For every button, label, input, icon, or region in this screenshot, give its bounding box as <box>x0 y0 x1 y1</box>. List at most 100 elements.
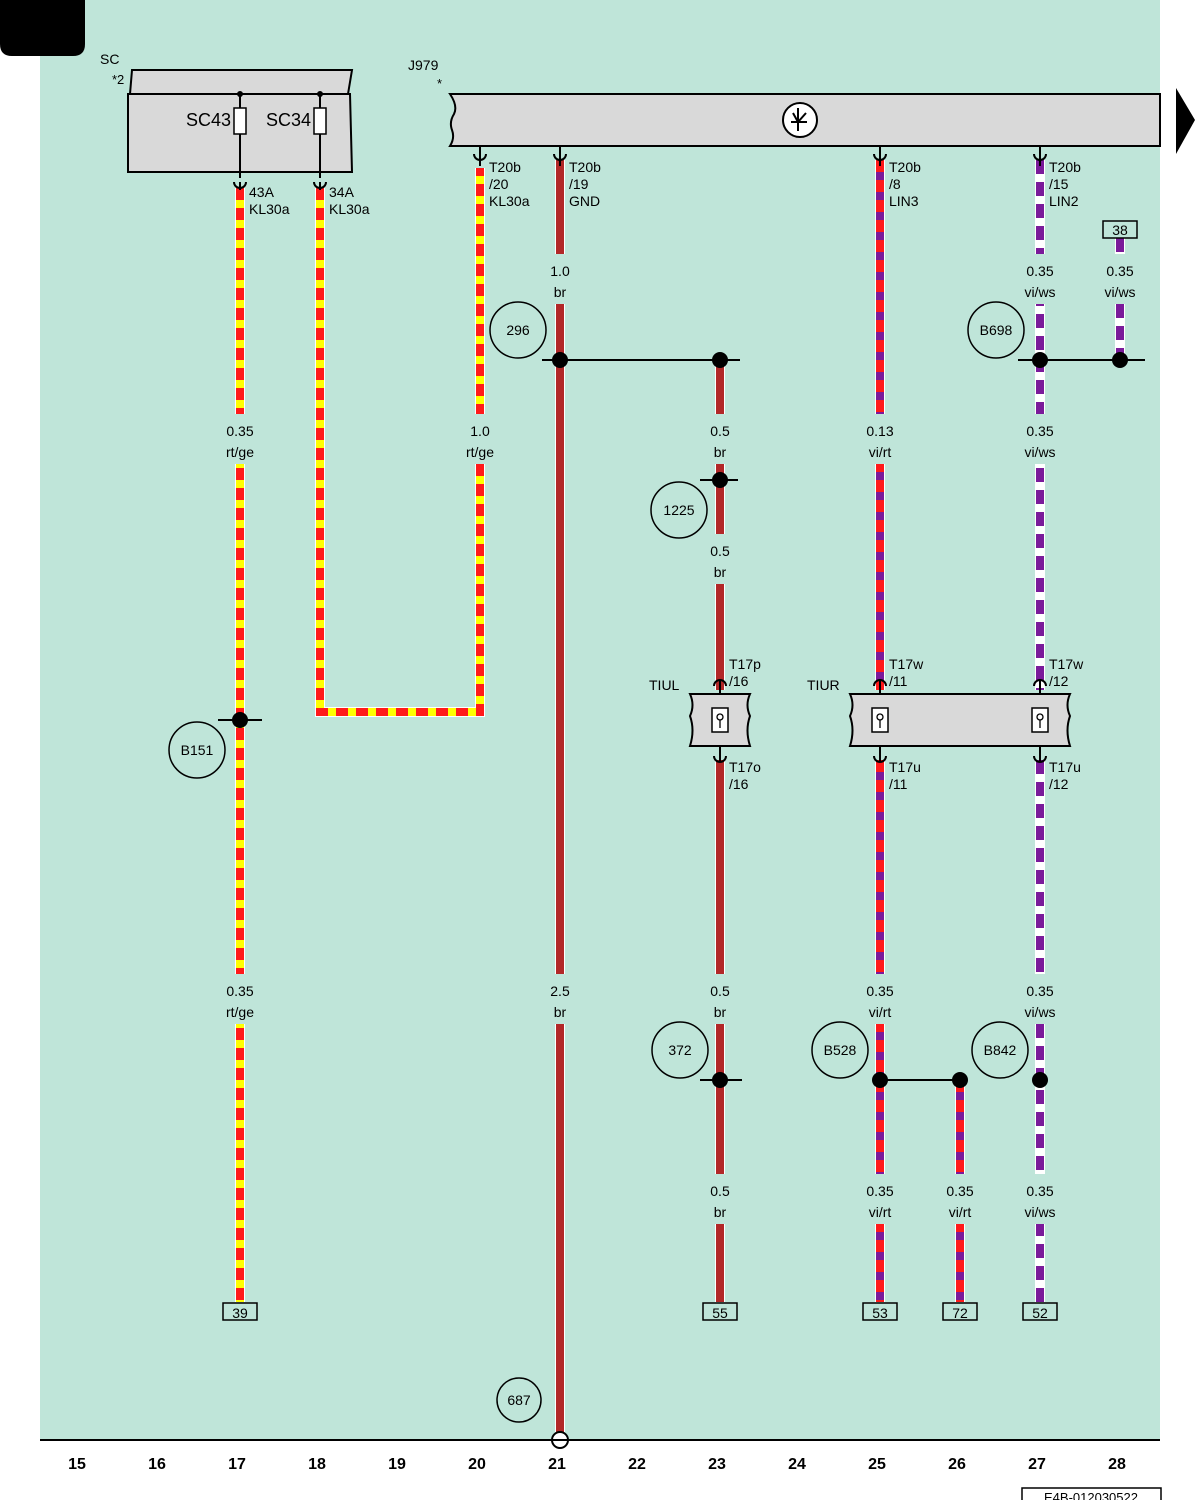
pin-t17u11-symbol <box>873 746 887 763</box>
document-id-box: E4B-012030522 <box>1021 1487 1162 1500</box>
ground-symbol-icon <box>782 102 818 138</box>
pin-sc34-symbol <box>313 181 327 190</box>
wire-size-c27c: 0.35 <box>1026 983 1053 999</box>
wire-color-c28: vi/ws <box>1104 284 1135 300</box>
pin-c21-symbol <box>553 146 567 166</box>
pin-t17o-number: /16 <box>729 776 749 792</box>
wire-color-c21b: br <box>554 1004 567 1020</box>
column-number: 24 <box>788 1456 806 1473</box>
pin-t17u11-connector: T17u <box>889 759 921 775</box>
ref-box-39: 39 <box>232 1305 248 1321</box>
column-number: 16 <box>148 1456 166 1473</box>
wire-size-c21b: 2.5 <box>550 983 570 999</box>
junction-1225: 1225 <box>663 502 694 518</box>
column-number: 27 <box>1028 1456 1046 1473</box>
column-number: 28 <box>1108 1456 1126 1473</box>
page-continue-arrow-icon <box>1176 88 1195 154</box>
pin-c25-symbol <box>873 146 887 166</box>
wire-color-c23a: br <box>714 444 727 460</box>
column-number: 21 <box>548 1456 566 1473</box>
fuse-sc43-label: SC43 <box>186 110 231 130</box>
junction-296: 296 <box>506 322 530 338</box>
wire-size-c23c: 0.5 <box>710 983 730 999</box>
junction-b698: B698 <box>980 322 1013 338</box>
wire-size-c20: 1.0 <box>470 423 490 439</box>
pin-t17w11-symbol <box>873 679 887 694</box>
wire-color-c27c: vi/ws <box>1024 1004 1055 1020</box>
column-number: 17 <box>228 1456 246 1473</box>
column-numbers: 15 16 17 18 19 20 21 22 23 24 25 26 27 2… <box>68 1456 1126 1473</box>
wire-color-c27a: vi/ws <box>1024 284 1055 300</box>
pin-t17w12-connector: T17w <box>1049 656 1084 672</box>
pin-sc34-id: 34A <box>329 184 355 200</box>
wire-color-c25a: vi/rt <box>869 444 892 460</box>
pin-sc34-signal: KL30a <box>329 201 370 217</box>
ref-box-38: 38 <box>1112 222 1128 238</box>
j979-note: * <box>437 76 442 91</box>
wire-color-c27d: vi/ws <box>1024 1204 1055 1220</box>
page-tab <box>0 0 85 56</box>
pin-t17u12-symbol <box>1033 746 1047 763</box>
splice-dot-c26 <box>952 1072 968 1088</box>
pin-c21-signal: GND <box>569 193 600 209</box>
wire-color-c27b: vi/ws <box>1024 444 1055 460</box>
junction-b151: B151 <box>181 742 214 758</box>
tiul-connector: TIUL <box>649 677 752 747</box>
pin-c21-connector: T20b <box>569 159 601 175</box>
wire-size-c23d: 0.5 <box>710 1183 730 1199</box>
wire-color-c25c: vi/rt <box>869 1204 892 1220</box>
j979-label: J979 <box>408 57 439 73</box>
j979-control-unit: J979 * <box>408 57 1161 147</box>
ref-box-55: 55 <box>712 1305 728 1321</box>
wire-color-c23d: br <box>714 1204 727 1220</box>
pin-t17u11-number: /11 <box>889 776 908 792</box>
pin-c25-signal: LIN3 <box>889 193 919 209</box>
wire-size-c25b: 0.35 <box>866 983 893 999</box>
junction-372: 372 <box>668 1042 692 1058</box>
junction-b842: B842 <box>984 1042 1017 1058</box>
splice-dot-b528 <box>872 1072 888 1088</box>
wire-color-c26: vi/rt <box>949 1204 972 1220</box>
splice-dot-1225 <box>712 472 728 488</box>
splice-dot-c23-top <box>712 352 728 368</box>
pin-t17p-connector: T17p <box>729 656 761 672</box>
pin-c25-number: /8 <box>889 176 901 192</box>
wire-size-c25a: 0.13 <box>866 423 893 439</box>
pin-t17o-symbol <box>713 746 727 763</box>
pin-t17w11-connector: T17w <box>889 656 924 672</box>
wire-size-c27b: 0.35 <box>1026 423 1053 439</box>
column-number: 18 <box>308 1456 326 1473</box>
wire-color-c20: rt/ge <box>466 444 494 460</box>
wire-color-c21a: br <box>554 284 567 300</box>
ref-box-72: 72 <box>952 1305 968 1321</box>
junction-687: 687 <box>507 1392 531 1408</box>
wire-color-c17a: rt/ge <box>226 444 254 460</box>
column-number: 25 <box>868 1456 886 1473</box>
wire-size-c23a: 0.5 <box>710 423 730 439</box>
pin-symbols <box>233 146 1047 763</box>
document-id: E4B-012030522 <box>1044 1490 1138 1500</box>
pin-c20-connector: T20b <box>489 159 521 175</box>
column-number: 19 <box>388 1456 406 1473</box>
pin-c20-signal: KL30a <box>489 193 530 209</box>
pin-sc43-symbol <box>233 181 247 190</box>
column-number: 20 <box>468 1456 486 1473</box>
splice-dot-b151 <box>232 712 248 728</box>
wire-size-c28: 0.35 <box>1106 263 1133 279</box>
pin-sc43-signal: KL30a <box>249 201 290 217</box>
column-number: 23 <box>708 1456 726 1473</box>
pin-labels: 43A KL30a 34A KL30a T20b /20 KL30a T20b … <box>249 159 1084 792</box>
wire-labels: 0.35 rt/ge 0.35 rt/ge 1.0 rt/ge 1.0 br 2… <box>215 254 1145 1224</box>
pin-t17p-symbol <box>713 679 727 694</box>
splice-dot-c21 <box>552 352 568 368</box>
pin-c27-symbol <box>1033 146 1047 166</box>
pin-c20-number: /20 <box>489 176 509 192</box>
splice-dot-372 <box>712 1072 728 1088</box>
wire-size-c23b: 0.5 <box>710 543 730 559</box>
wire-color-c17b: rt/ge <box>226 1004 254 1020</box>
column-number: 15 <box>68 1456 86 1473</box>
splice-dot-b698 <box>1032 352 1048 368</box>
wire-size-c17a: 0.35 <box>226 423 253 439</box>
pin-t17u12-number: /12 <box>1049 776 1069 792</box>
